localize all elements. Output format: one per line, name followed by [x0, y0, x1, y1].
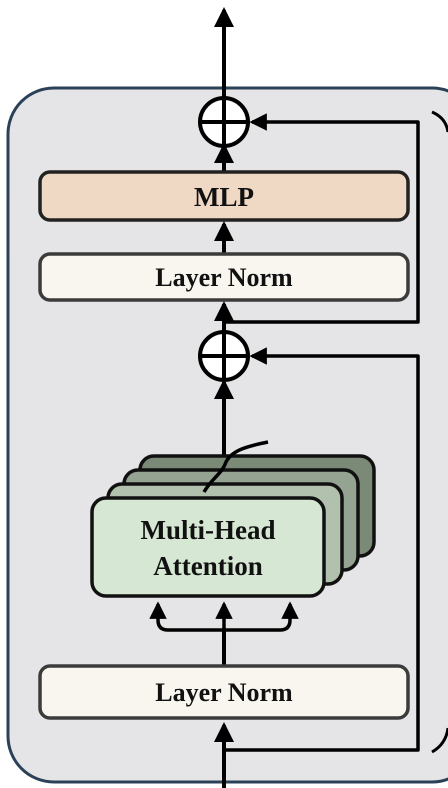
layer-norm-bottom-box — [38, 664, 410, 720]
residual-connection-attention — [224, 347, 420, 752]
layer-norm-top-label: Layer Norm — [155, 263, 293, 292]
value-fork-arrow — [224, 601, 299, 632]
add-circle-icon — [198, 330, 250, 382]
attention-label-line2: Attention — [153, 551, 263, 581]
heads-concat-bracket — [202, 440, 269, 493]
mlp-label: MLP — [194, 182, 254, 212]
residual-connection-mlp — [224, 113, 420, 324]
add-circle-icon — [198, 96, 250, 148]
layer-norm-bottom-label: Layer Norm — [155, 678, 293, 707]
query-fork-arrow — [149, 601, 224, 632]
mlp-box — [38, 170, 410, 222]
attention-head-front — [90, 496, 326, 598]
attention-label-line1: Multi-Head — [141, 515, 276, 545]
layer-norm-top-box — [38, 252, 410, 302]
